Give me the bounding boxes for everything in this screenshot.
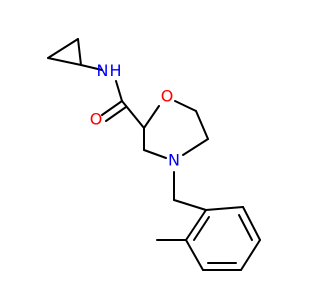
- bond-benzene-6: [185, 209, 207, 241]
- bond-benzene-2: [242, 206, 261, 241]
- bond-benzene-1: [205, 206, 244, 211]
- molecule-structure: NH O O N: [47, 38, 261, 271]
- bond-benzene-inner-1: [238, 214, 253, 241]
- atom-label-n-ring: N: [168, 151, 180, 170]
- bond-benzene-inner-3: [193, 216, 210, 241]
- bond-nh-carbonyl: [115, 80, 123, 102]
- bond-carbonyl-c2: [121, 100, 145, 129]
- bond-layer: [47, 38, 261, 271]
- bond-c5-n-ring: [182, 138, 209, 156]
- bond-benzene-3: [240, 239, 261, 271]
- bond-cyclopropyl-3: [47, 57, 82, 66]
- bond-cyclopropyl-nh: [80, 64, 103, 71]
- bond-cyclopropyl-2: [77, 38, 82, 66]
- bond-carbonyl-o-2: [105, 106, 127, 122]
- atom-label-o-carbonyl: O: [90, 110, 103, 129]
- bond-o-ring-c6: [174, 100, 197, 112]
- bond-c2-o-ring: [143, 105, 160, 129]
- bond-c6-c5: [195, 110, 209, 140]
- atom-labels: NH O O N: [90, 61, 180, 170]
- bond-ch2-benzene: [173, 199, 207, 211]
- bond-benzene-5: [185, 239, 204, 271]
- atom-label-o-ring: O: [161, 87, 174, 106]
- bond-n-ring-c3: [143, 149, 167, 159]
- atom-label-nh: NH: [97, 61, 122, 80]
- bond-carbonyl-o-1: [101, 100, 123, 116]
- bond-cyclopropyl-1: [47, 38, 79, 59]
